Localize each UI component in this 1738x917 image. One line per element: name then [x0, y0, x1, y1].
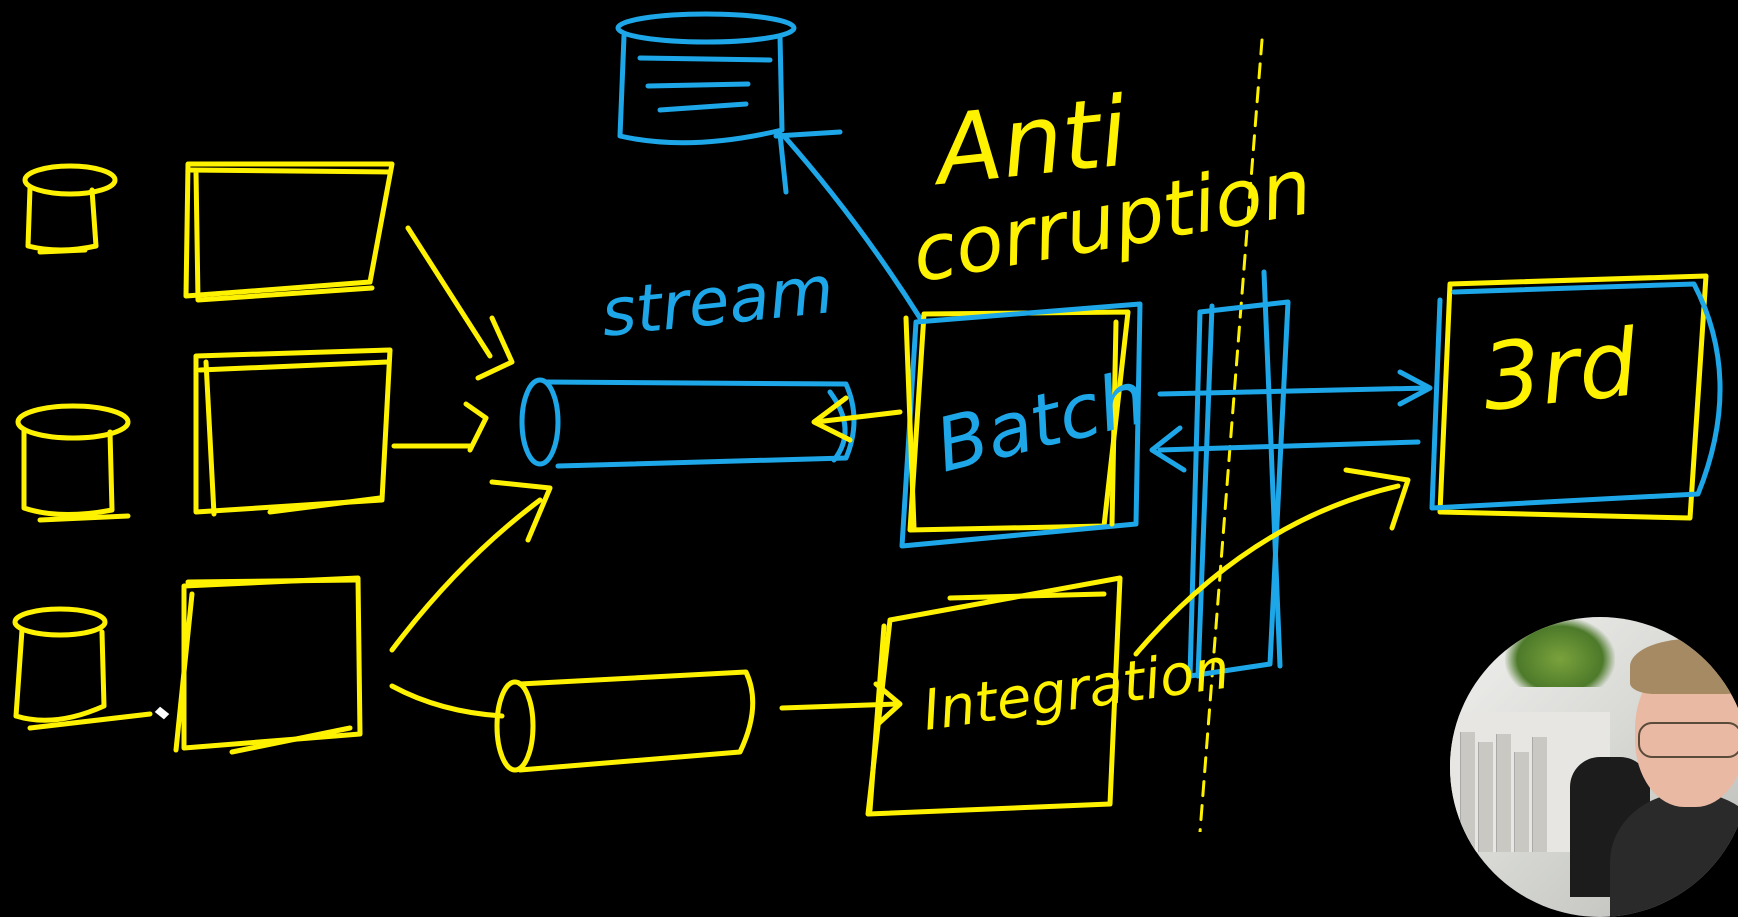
arrow-batch-to-storage [773, 129, 923, 321]
arrows-to-stream [389, 225, 553, 719]
anti-corruption-layer [1187, 269, 1291, 679]
stream-pipe [519, 377, 857, 469]
glasses-icon [1638, 722, 1738, 758]
integration-label: Integration [919, 637, 1234, 744]
service-box-3 [173, 575, 363, 755]
integration-pipe [494, 669, 756, 773]
arrow-third-party-to-batch [1149, 425, 1421, 473]
arrow-batch-to-stream [811, 395, 903, 443]
source-database-3 [12, 606, 171, 731]
arrow-integration-to-third-party [1133, 467, 1411, 657]
presenter-webcam-overlay [1450, 617, 1738, 917]
plant [1505, 617, 1615, 687]
stream-label: stream [598, 251, 838, 352]
source-database-1 [22, 163, 118, 255]
integration-box [865, 575, 1123, 817]
anti-label: Anti [925, 76, 1133, 208]
batch-box [899, 301, 1143, 549]
pencil-cursor-icon [153, 705, 171, 721]
boundary-dashed-line [1198, 38, 1264, 832]
whiteboard-canvas: stream Anti corruption Batch 3rd [12, 11, 1723, 832]
storage-database [615, 11, 797, 146]
service-box-2 [193, 347, 393, 517]
third-party-box [1429, 273, 1723, 521]
source-database-2 [15, 403, 131, 523]
third-party-label: 3rd [1477, 309, 1643, 432]
batch-label: Batch [928, 355, 1155, 490]
presenter-hair [1630, 639, 1738, 694]
service-box-1 [183, 161, 395, 303]
arrow-batch-to-third-party [1157, 369, 1433, 407]
